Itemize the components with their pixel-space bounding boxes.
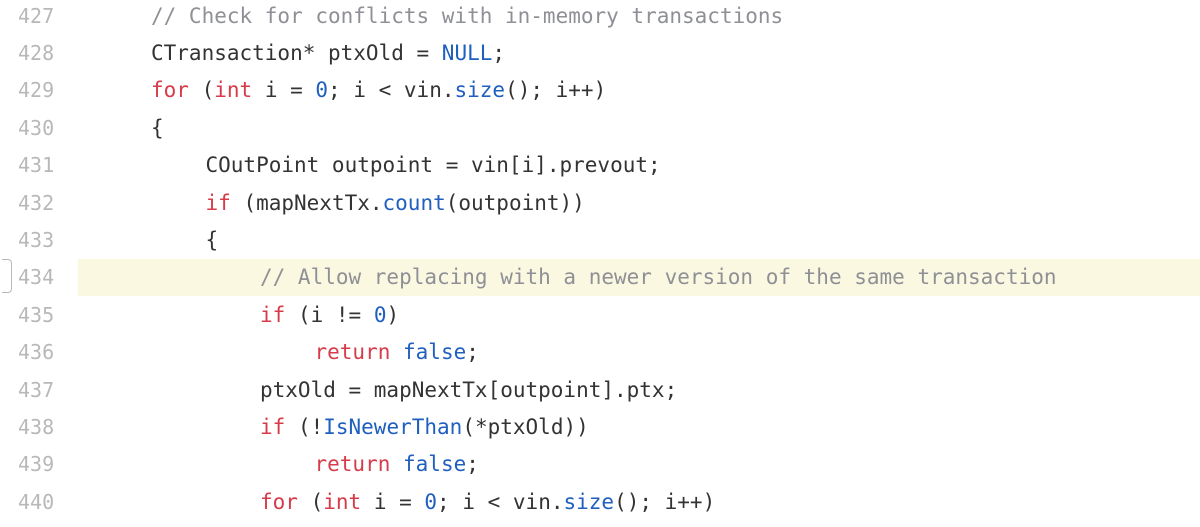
keyword-token: return (314, 340, 391, 365)
builtin-token: count (382, 190, 446, 215)
builtin-token: size (454, 78, 506, 103)
code-line[interactable]: 427 // Check for conflicts with in-memory… (0, 0, 1200, 34)
line-number[interactable]: 436 (18, 340, 55, 365)
code-text: return false; (78, 334, 1200, 371)
code-line[interactable]: 436 return false; (0, 334, 1200, 371)
code-line[interactable]: 431 COutPoint outpoint = vin[i].prevout; (0, 147, 1200, 184)
code-text: if (mapNextTx.count(outpoint)) (78, 184, 1200, 221)
line-number[interactable]: 440 (18, 489, 55, 514)
comment-token: // Check for conflicts with in-memory tr… (151, 3, 784, 28)
code-text: ptxOld = mapNextTx[outpoint].ptx; (78, 371, 1200, 408)
line-number[interactable]: 430 (18, 115, 55, 140)
code-text: if (!IsNewerThan(*ptxOld)) (78, 408, 1200, 445)
code-text: CTransaction* ptxOld = NULL; (78, 34, 1200, 71)
code-token: (! (285, 414, 324, 439)
builtin-token: 0 (315, 78, 329, 103)
keyword-token: if (260, 414, 286, 439)
code-text: for (int i = 0; i < vin.size(); i++) (78, 72, 1200, 109)
line-number[interactable]: 435 (18, 302, 55, 327)
code-token: ( (188, 78, 215, 103)
keyword-token: return (314, 452, 391, 477)
code-token: ; i < vin. (437, 489, 564, 514)
code-token: ; (466, 452, 479, 477)
code-line[interactable]: 432 if (mapNextTx.count(outpoint)) (0, 184, 1200, 221)
code-line[interactable]: 437 ptxOld = mapNextTx[outpoint].ptx; (0, 371, 1200, 408)
code-text: { (78, 109, 1200, 146)
code-token (390, 452, 403, 476)
code-line[interactable]: 430 { (0, 109, 1200, 146)
code-token: ) (386, 302, 400, 327)
code-token: CTransaction* ptxOld = (151, 41, 442, 66)
code-line[interactable]: 439 return false; (0, 446, 1200, 483)
builtin-token: NULL (441, 41, 493, 66)
line-number[interactable]: 429 (18, 78, 55, 103)
line-number[interactable]: 438 (18, 414, 55, 439)
line-number[interactable]: 437 (18, 377, 55, 402)
keyword-token: if (205, 190, 231, 215)
highlighted-code-line[interactable]: 434 // Allow replacing with a newer versi… (0, 258, 1200, 297)
code-token: i = (361, 489, 425, 514)
code-token: ; (466, 340, 479, 365)
comment-token: // Allow replacing with a newer version … (260, 265, 1057, 290)
builtin-token: false (403, 340, 467, 365)
builtin-token: IsNewerThan (323, 414, 463, 439)
code-line[interactable]: 440 for (int i = 0; i < vin.size(); i++) (0, 483, 1200, 520)
builtin-token: 0 (424, 489, 438, 514)
code-token: (*ptxOld)) (462, 414, 589, 439)
code-text: { (78, 221, 1200, 258)
code-token: i = (252, 78, 316, 103)
code-line[interactable]: 435 if (i != 0) (0, 296, 1200, 333)
keyword-token: for (151, 78, 189, 103)
code-text: if (i != 0) (78, 296, 1200, 333)
code-text: for (int i = 0; i < vin.size(); i++) (78, 483, 1200, 520)
code-line[interactable]: 433 { (0, 221, 1200, 258)
code-line[interactable]: 438 if (!IsNewerThan(*ptxOld)) (0, 408, 1200, 445)
code-token: { (151, 115, 164, 140)
code-token: ; i < vin. (328, 78, 455, 103)
keyword-token: if (260, 302, 286, 327)
code-token: (i != (285, 302, 374, 327)
line-number[interactable]: 428 (18, 41, 55, 66)
code-token: (); i++) (505, 78, 607, 103)
code-line[interactable]: 429 for (int i = 0; i < vin.size(); i++) (0, 72, 1200, 109)
code-text: return false; (78, 446, 1200, 483)
code-line[interactable]: 428 CTransaction* ptxOld = NULL; (0, 34, 1200, 71)
line-number[interactable]: 431 (18, 153, 55, 178)
line-number[interactable]: 432 (18, 190, 55, 215)
keyword-token: int (214, 78, 253, 103)
code-token: (mapNextTx. (230, 190, 383, 215)
builtin-token: size (563, 489, 615, 514)
code-token: (); i++) (614, 489, 716, 514)
code-token: ( (297, 489, 324, 514)
line-number[interactable]: 439 (18, 452, 55, 477)
line-number[interactable]: 433 (18, 228, 55, 253)
code-text: // Check for conflicts with in-memory tr… (78, 0, 1200, 34)
code-token: COutPoint outpoint = vin[i].prevout; (205, 153, 661, 178)
line-number[interactable]: 434 (0, 259, 78, 294)
code-token: { (205, 228, 219, 253)
keyword-token: int (323, 489, 362, 514)
line-number[interactable]: 427 (18, 3, 55, 28)
code-text: // Allow replacing with a newer version … (78, 258, 1200, 297)
code-token: ptxOld = mapNextTx[outpoint].ptx; (260, 377, 678, 402)
code-text: COutPoint outpoint = vin[i].prevout; (78, 147, 1200, 184)
builtin-token: 0 (373, 302, 387, 327)
keyword-token: for (260, 489, 298, 514)
code-token: ; (492, 41, 506, 66)
code-token (390, 340, 403, 364)
code-token: (outpoint)) (445, 190, 585, 215)
builtin-token: false (403, 452, 467, 477)
